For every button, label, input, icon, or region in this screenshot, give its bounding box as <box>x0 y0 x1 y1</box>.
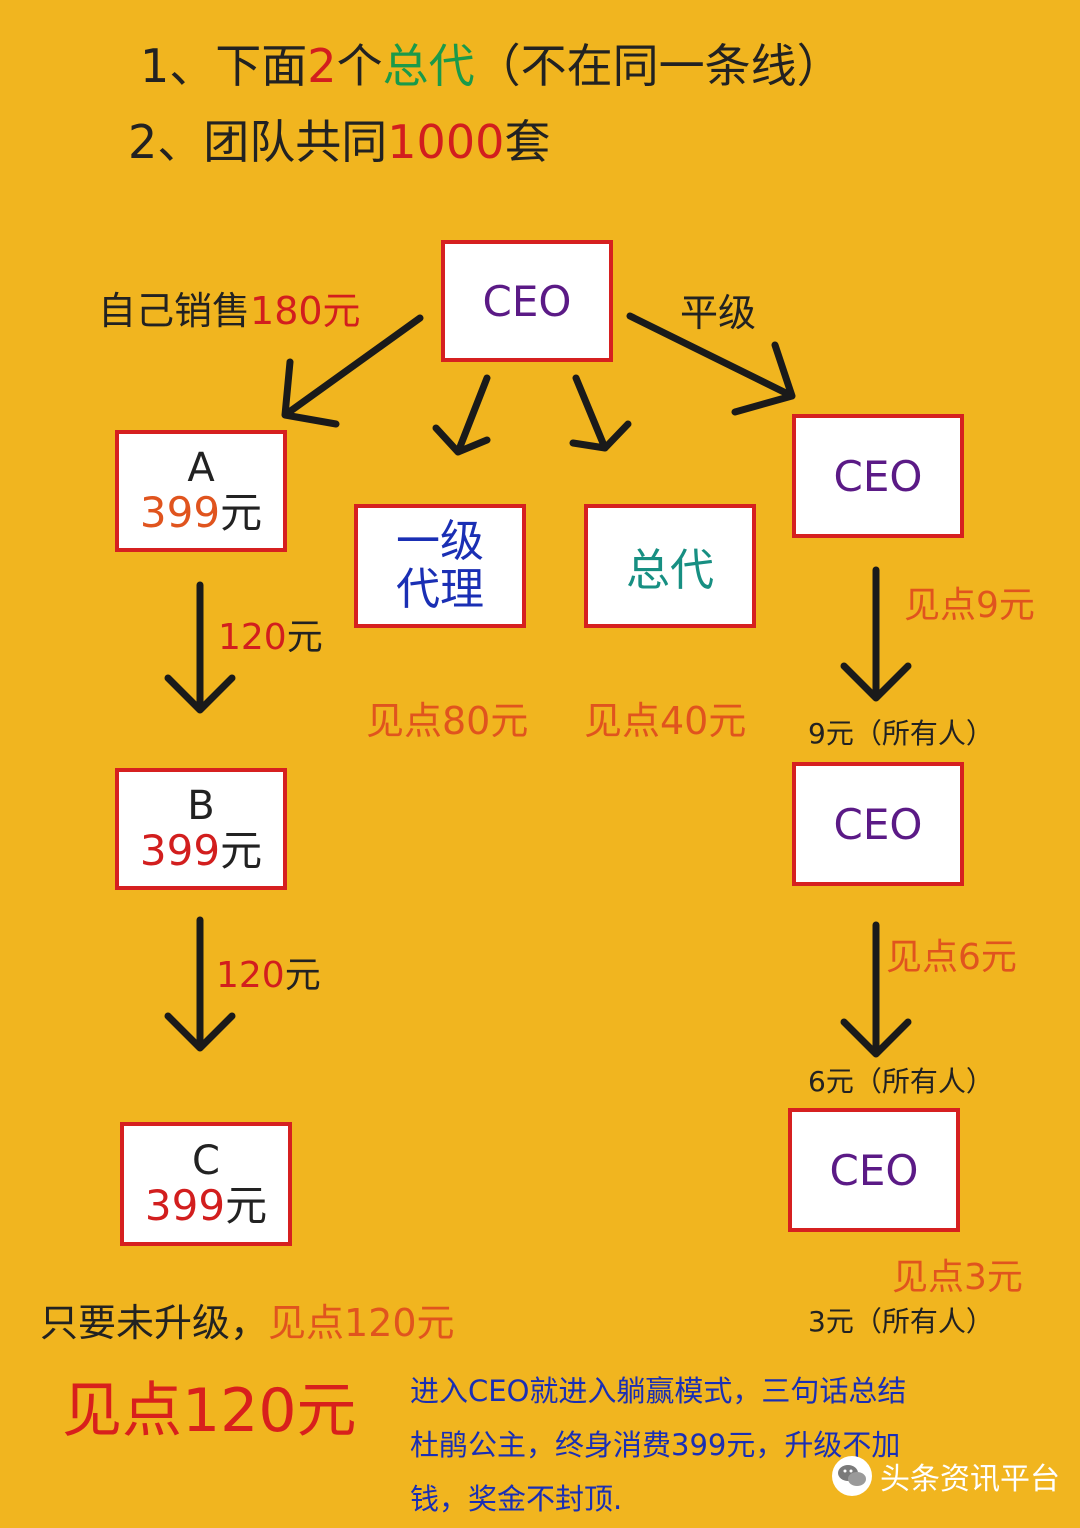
right-ceo-1-all: 9元（所有人） <box>808 717 994 750</box>
summary-line-2: 杜鹃公主，终身消费399元，升级不加 <box>410 1428 901 1462</box>
summary-block: 进入CEO就进入躺赢模式，三句话总结 杜鹃公主，终身消费399元，升级不加 钱，… <box>410 1364 1010 1526</box>
member-c-name: C <box>192 1137 220 1184</box>
header-line-1-suffix: （不在同一条线） <box>474 39 843 93</box>
general-agent-point: 见点40元 <box>584 699 747 743</box>
commission-a-to-b-num: 120 <box>218 617 287 658</box>
top-ceo-label: CEO <box>482 276 572 326</box>
right-ceo-2-point: 见点6元 <box>886 937 1017 978</box>
right-ceo-3-label: CEO <box>829 1145 919 1195</box>
member-c-price-unit: 元 <box>225 1180 268 1230</box>
header-line-1: 1、下面2个总代（不在同一条线） <box>140 30 843 96</box>
member-c-price-num: 399 <box>144 1180 226 1230</box>
member-a-price-num: 399 <box>139 487 221 537</box>
arrow-ceo-to-a <box>281 314 424 428</box>
member-a-price-unit: 元 <box>220 487 263 537</box>
self-sale-amount: 180元 <box>250 289 361 333</box>
header-line-2-num: 1000 <box>387 115 505 169</box>
header-line-1-highlight: 总代 <box>382 39 475 93</box>
header-line-2: 2、团队共同1000套 <box>128 106 550 172</box>
first-level-agent-line2: 代理 <box>396 564 484 615</box>
watermark: 头条资讯平台 <box>832 1454 1060 1498</box>
header-line-1-num: 2 <box>307 39 337 93</box>
commission-b-to-c-num: 120 <box>216 955 285 996</box>
right-ceo-box-2: CEO <box>792 762 964 886</box>
commission-b-to-c: 120元 <box>216 946 321 998</box>
summary-line-3: 钱，奖金不封顶. <box>410 1482 623 1516</box>
summary-line-1: 进入CEO就进入躺赢模式，三句话总结 <box>410 1374 907 1408</box>
header-line-2-prefix: 2、团队共同 <box>128 115 388 169</box>
right-ceo-3-all: 3元（所有人） <box>808 1305 994 1338</box>
general-agent-label: 总代 <box>626 545 714 596</box>
not-upgraded-point: 见点120元 <box>268 1301 455 1345</box>
right-ceo-1-label: CEO <box>833 451 923 501</box>
right-ceo-box-1: CEO <box>792 414 964 538</box>
member-a-name: A <box>187 444 215 491</box>
header-line-2-suffix: 套 <box>504 115 551 169</box>
member-box-c: C 399元 <box>120 1122 292 1246</box>
self-sale-label: 自己销售180元 <box>98 280 361 335</box>
right-ceo-3-point: 见点3元 <box>892 1257 1023 1298</box>
header-line-1-mid: 个 <box>336 39 383 93</box>
right-ceo-2-all: 6元（所有人） <box>808 1065 994 1098</box>
member-b-name: B <box>187 782 215 829</box>
peer-level-label: 平级 <box>680 291 757 335</box>
not-upgraded-note: 只要未升级，见点120元 <box>40 1292 455 1347</box>
commission-b-to-c-unit: 元 <box>284 955 321 996</box>
top-ceo-box: CEO <box>441 240 613 362</box>
arrow-ceo2-to-ceo3 <box>840 921 912 1058</box>
right-ceo-1-point: 见点9元 <box>904 585 1035 626</box>
watermark-text: 头条资讯平台 <box>880 1462 1060 1497</box>
self-sale-text: 自己销售 <box>98 289 251 333</box>
arrow-ceo-to-agent <box>432 374 491 456</box>
commission-a-to-b: 120元 <box>218 608 323 660</box>
big-point-text: 见点120元 <box>62 1376 357 1446</box>
member-b-price-unit: 元 <box>220 825 263 875</box>
member-box-b: B 399元 <box>115 768 287 890</box>
arrow-ceo-to-right-ceo <box>626 312 796 416</box>
not-upgraded-prefix: 只要未升级， <box>40 1301 269 1345</box>
wechat-icon <box>832 1456 872 1496</box>
arrow-ceo1-to-ceo2 <box>840 566 912 702</box>
member-b-price-num: 399 <box>139 825 221 875</box>
right-ceo-box-3: CEO <box>788 1108 960 1232</box>
general-agent-box: 总代 <box>584 504 756 628</box>
arrow-b-to-c <box>164 916 236 1052</box>
first-level-agent-line1: 一级 <box>396 515 484 567</box>
right-ceo-2-label: CEO <box>833 799 923 849</box>
first-level-agent-point: 见点80元 <box>366 699 529 743</box>
first-level-agent-box: 一级 代理 <box>354 504 526 628</box>
member-box-a: A 399元 <box>115 430 287 552</box>
arrow-a-to-b <box>164 581 236 714</box>
header-line-1-prefix: 1、下面 <box>140 39 308 93</box>
arrow-ceo-to-general <box>569 374 632 452</box>
commission-a-to-b-unit: 元 <box>286 617 323 658</box>
